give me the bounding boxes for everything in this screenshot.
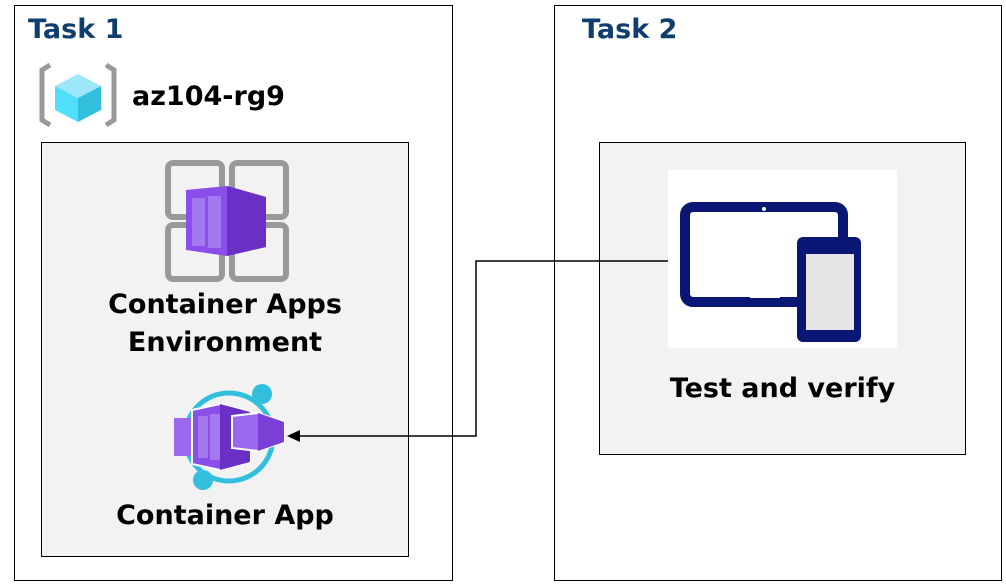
resource-group-label: az104-rg9 <box>132 81 285 112</box>
environment-label-line1: Container Apps <box>108 289 342 320</box>
task2-box <box>554 5 1002 581</box>
container-apps-environment-icon <box>165 160 289 282</box>
environment-label-line2: Environment <box>127 327 323 358</box>
environment-label: Container Apps Environment <box>41 286 409 362</box>
task1-box <box>14 5 453 581</box>
test-label: Test and verify <box>669 373 896 404</box>
task2-title: Task 2 <box>582 14 678 45</box>
container-app-icon <box>174 384 285 490</box>
container-app-label: Container App <box>116 500 334 531</box>
devices-icon <box>680 202 861 342</box>
resource-group-icon <box>39 62 117 128</box>
task1-title: Task 1 <box>28 14 124 45</box>
